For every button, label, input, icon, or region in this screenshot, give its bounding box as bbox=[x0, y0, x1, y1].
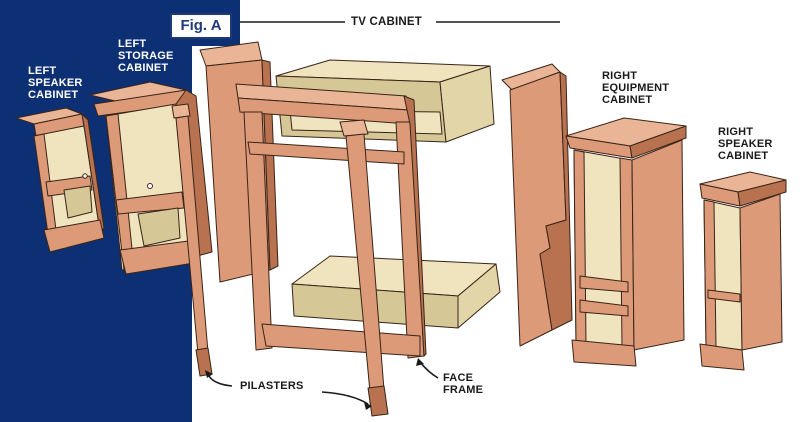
label-right-speaker-cabinet: RIGHT SPEAKER CABINET bbox=[718, 126, 773, 162]
figure-badge: Fig. A bbox=[170, 13, 232, 39]
label-right-equipment-cabinet: RIGHT EQUIPMENT CABINET bbox=[602, 70, 670, 106]
arrowhead-pilaster-center bbox=[364, 402, 372, 410]
tv-right-side-panel bbox=[501, 63, 573, 347]
label-pilasters: PILASTERS bbox=[240, 380, 304, 392]
label-left-storage-cabinet: LEFT STORAGE CABINET bbox=[118, 38, 174, 74]
left-speaker-cabinet bbox=[15, 107, 105, 253]
leader-line-pilaster-left bbox=[207, 373, 233, 387]
leader-line-pilaster-center bbox=[321, 391, 369, 405]
tv-bottom-box bbox=[291, 255, 501, 329]
right-speaker-cabinet bbox=[699, 171, 787, 371]
figure-title: TV CABINET bbox=[351, 16, 422, 28]
label-face-frame: FACE FRAME bbox=[443, 372, 484, 396]
arrowhead-face-frame bbox=[416, 358, 424, 366]
pilaster-center bbox=[339, 119, 389, 417]
leader-line-face-frame bbox=[419, 361, 439, 379]
label-left-speaker-cabinet: LEFT SPEAKER CABINET bbox=[28, 65, 83, 101]
arrowhead-pilaster-left bbox=[205, 370, 213, 378]
right-equipment-cabinet bbox=[565, 117, 687, 367]
